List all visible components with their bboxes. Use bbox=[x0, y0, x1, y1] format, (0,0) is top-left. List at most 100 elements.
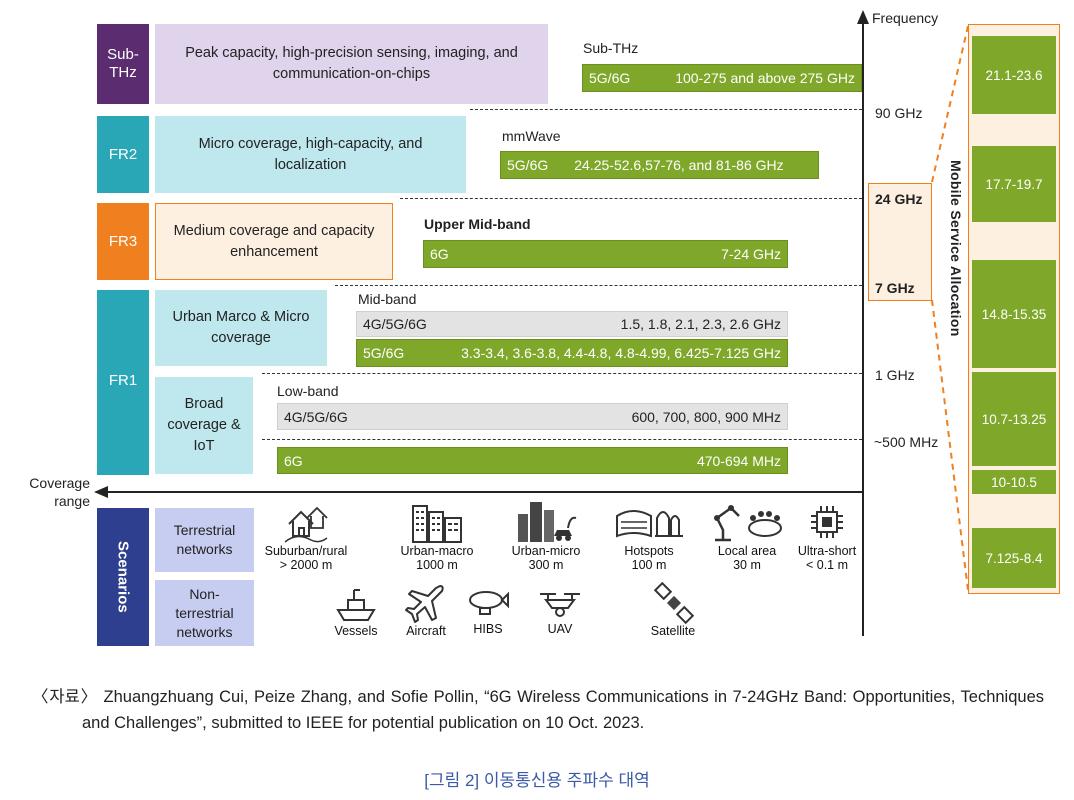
scenario-suburban: Suburban/rural> 2000 m bbox=[258, 502, 354, 572]
scenario-local-area-name: Local area bbox=[717, 544, 777, 558]
tick-1ghz: 1 GHz bbox=[875, 367, 915, 383]
alloc-range-2: 17.7-19.7 bbox=[972, 146, 1056, 222]
scenario-uav-name: UAV bbox=[547, 622, 573, 636]
chip-icon bbox=[811, 506, 843, 538]
tick-24ghz: 24 GHz bbox=[875, 191, 923, 207]
bar-low-green: 6G 470-694 MHz bbox=[277, 447, 788, 474]
divider-1ghz bbox=[262, 373, 862, 374]
alloc-range-6: 7.125-8.4 bbox=[972, 528, 1056, 588]
scenario-urban-micro-name: Urban-micro bbox=[511, 544, 581, 558]
bar-mid-green-tech: 5G/6G bbox=[363, 345, 405, 361]
scenario-vessels-name: Vessels bbox=[334, 624, 378, 638]
alloc-range-5: 10-10.5 bbox=[972, 470, 1056, 494]
bar-fr2-tech: 5G/6G bbox=[507, 157, 549, 173]
zoom-box-fr3 bbox=[868, 183, 932, 301]
scenario-local-area-dist: 30 m bbox=[733, 558, 761, 572]
scenario-suburban-dist: > 2000 m bbox=[279, 558, 333, 572]
region-label-mid-band: Mid-band bbox=[358, 291, 417, 307]
bar-fr3-freq: 7-24 GHz bbox=[721, 246, 781, 262]
scenario-aircraft: Aircraft bbox=[396, 582, 456, 638]
scenario-ultra-short: Ultra-short< 0.1 m bbox=[790, 502, 864, 572]
scenario-hibs-name: HIBS bbox=[473, 622, 503, 636]
bar-low-gray: 4G/5G/6G 600, 700, 800, 900 MHz bbox=[277, 403, 788, 430]
bar-subthz-freq: 100-275 and above 275 GHz bbox=[675, 70, 855, 86]
bar-subthz: 5G/6G 100-275 and above 275 GHz bbox=[582, 64, 862, 92]
scenario-urban-macro-name: Urban-macro bbox=[400, 544, 474, 558]
bar-mid-gray-freq: 1.5, 1.8, 2.1, 2.3, 2.6 GHz bbox=[620, 316, 781, 332]
scenario-ultra-short-dist: < 0.1 m bbox=[805, 558, 849, 572]
region-label-low-band: Low-band bbox=[277, 383, 339, 399]
bar-low-gray-freq: 600, 700, 800, 900 MHz bbox=[631, 408, 781, 425]
scenario-vessels: Vessels bbox=[326, 584, 386, 638]
figure-caption: [그림 2] 이동통신용 주파수 대역 bbox=[424, 771, 650, 790]
bar-mid-gray: 4G/5G/6G 1.5, 1.8, 2.1, 2.3, 2.6 GHz bbox=[356, 311, 788, 337]
desc-fr1-broad: Broad coverage & IoT bbox=[155, 377, 253, 474]
bar-fr2-freq: 24.25-52.6,57-76, and 81-86 GHz bbox=[574, 157, 784, 173]
zoom-line-bottom bbox=[931, 299, 969, 591]
divider-7ghz bbox=[335, 285, 862, 286]
bar-mid-green: 5G/6G 3.3-3.4, 3.6-3.8, 4.4-4.8, 4.8-4.99… bbox=[356, 339, 788, 367]
bar-fr2: 5G/6G 24.25-52.6,57-76, and 81-86 GHz bbox=[500, 151, 819, 179]
region-label-mmwave: mmWave bbox=[502, 128, 561, 144]
band-label-fr3: FR3 bbox=[97, 203, 149, 280]
axes-svg bbox=[94, 10, 969, 636]
airship-icon bbox=[469, 591, 509, 615]
desc-fr2: Micro coverage, high-capacity, and local… bbox=[155, 116, 466, 193]
scenario-uav: UAV bbox=[532, 586, 588, 636]
mobile-allocation-title: Mobile Service Allocation bbox=[948, 160, 964, 337]
airplane-icon bbox=[405, 585, 444, 623]
scenario-satellite: Satellite bbox=[640, 582, 706, 638]
scenario-ultra-short-name: Ultra-short bbox=[797, 544, 857, 558]
scenario-hotspots-name: Hotspots bbox=[624, 544, 674, 558]
drone-icon bbox=[540, 593, 580, 617]
non-terrestrial-networks-label: Non- terrestrial networks bbox=[155, 580, 254, 646]
region-label-upper-mid: Upper Mid-band bbox=[424, 216, 531, 232]
frequency-axis-label: Frequency bbox=[872, 10, 939, 26]
scenarios-label: Scenarios bbox=[97, 508, 149, 646]
scenario-suburban-name: Suburban/rural bbox=[264, 544, 348, 558]
tick-7ghz: 7 GHz bbox=[875, 280, 915, 296]
divider-500mhz bbox=[262, 439, 862, 440]
band-label-fr2: FR2 bbox=[97, 116, 149, 193]
desc-subthz: Peak capacity, high-precision sensing, i… bbox=[155, 24, 548, 104]
region-label-subthz: Sub-THz bbox=[583, 40, 639, 56]
frequency-axis-arrow bbox=[857, 10, 869, 24]
bar-subthz-tech: 5G/6G bbox=[589, 70, 631, 86]
alloc-range-4: 10.7-13.25 bbox=[972, 372, 1056, 466]
robot-arm-icon bbox=[714, 505, 782, 542]
tick-90ghz: 90 GHz bbox=[875, 105, 923, 121]
desc-fr3: Medium coverage and capacity enhancement bbox=[155, 203, 393, 280]
bar-low-green-tech: 6G bbox=[284, 452, 303, 469]
tick-500mhz: ~500 MHz bbox=[874, 434, 939, 450]
scenario-urban-micro-dist: 300 m bbox=[528, 558, 564, 572]
divider-24ghz bbox=[400, 198, 862, 199]
bar-mid-green-freq: 3.3-3.4, 3.6-3.8, 4.4-4.8, 4.8-4.99, 6.4… bbox=[461, 345, 781, 361]
bar-fr3: 6G 7-24 GHz bbox=[423, 240, 788, 268]
house-icon bbox=[284, 506, 328, 543]
bar-mid-gray-tech: 4G/5G/6G bbox=[363, 316, 427, 332]
band-label-fr1: FR1 bbox=[97, 290, 149, 475]
stadium-icon bbox=[616, 510, 683, 538]
divider-90ghz bbox=[470, 109, 862, 110]
city-buildings-icon bbox=[412, 505, 462, 543]
desc-fr1-urban: Urban Marco & Micro coverage bbox=[155, 290, 327, 366]
coverage-axis-label: Coverage range bbox=[29, 475, 90, 509]
city-with-car-icon bbox=[518, 502, 577, 542]
bar-fr3-tech: 6G bbox=[430, 246, 449, 262]
alloc-range-1: 21.1-23.6 bbox=[972, 36, 1056, 114]
bar-low-gray-tech: 4G/5G/6G bbox=[284, 408, 348, 425]
ship-icon bbox=[336, 589, 376, 621]
scenario-aircraft-name: Aircraft bbox=[406, 624, 446, 638]
scenario-hibs: HIBS bbox=[460, 586, 516, 636]
scenario-urban-macro-dist: 1000 m bbox=[416, 558, 458, 572]
satellite-icon bbox=[653, 582, 695, 624]
zoom-line-top bbox=[931, 25, 969, 183]
scenario-hotspots-dist: 100 m bbox=[631, 558, 667, 572]
alloc-range-3: 14.8-15.35 bbox=[972, 260, 1056, 368]
terrestrial-networks-label: Terrestrial networks bbox=[155, 508, 254, 572]
bar-low-green-freq: 470-694 MHz bbox=[696, 452, 781, 469]
